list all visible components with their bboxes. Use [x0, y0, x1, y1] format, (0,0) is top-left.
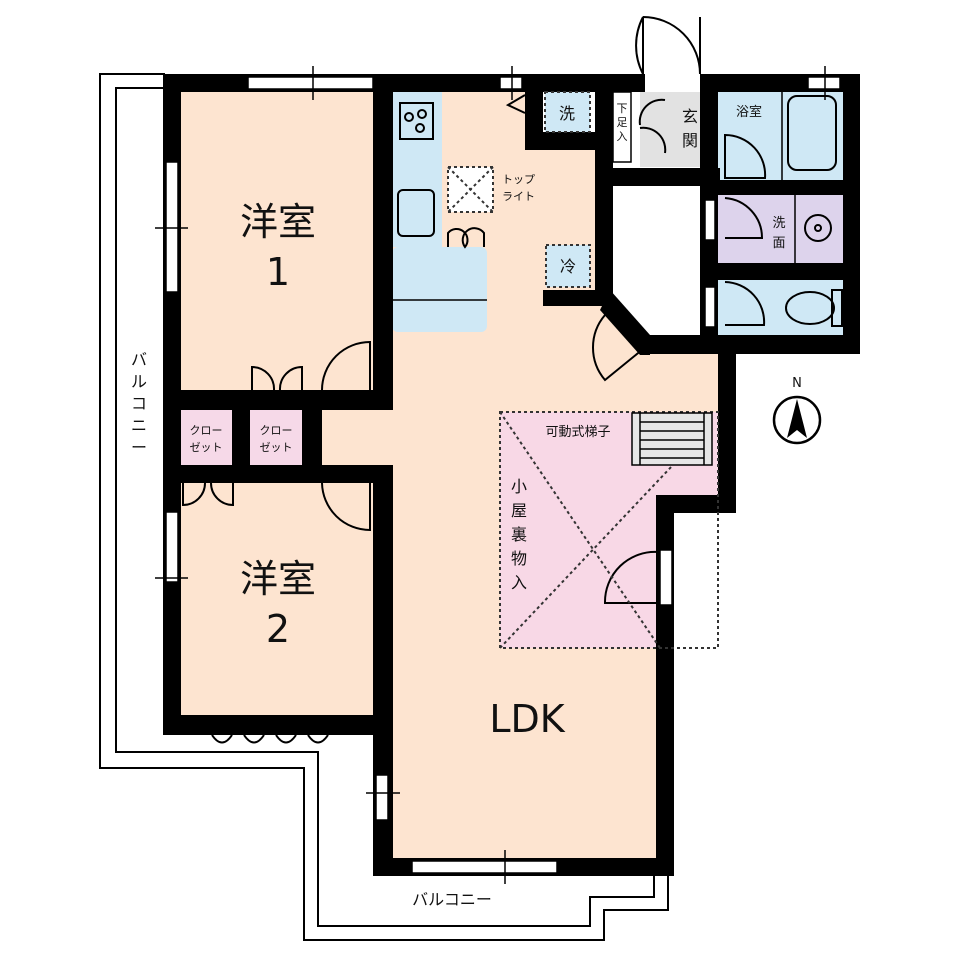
closet1-line2: ゼット	[190, 441, 223, 454]
attic-label-char: 屋	[511, 501, 527, 520]
attic-label-char: 小	[511, 477, 527, 496]
balcony-left-label-char: バ	[131, 350, 147, 369]
fridge-label: 冷	[560, 257, 576, 276]
dotted-markers	[447, 91, 719, 649]
bath-label: 浴室	[736, 104, 762, 120]
compass-label: N	[792, 376, 802, 391]
shoe-box-label-char: 入	[617, 130, 628, 143]
western1-label: 洋室	[240, 200, 316, 244]
washroom-label-char: 洗	[772, 216, 785, 231]
stove-icon	[399, 102, 434, 140]
fixtures	[392, 90, 843, 327]
attic-boundary	[499, 411, 719, 649]
balcony-left-label-char: コ	[131, 394, 147, 413]
attic-label-char: 物	[511, 549, 527, 568]
balcony-left-label-char: ー	[131, 438, 147, 457]
western1-number: 1	[266, 250, 290, 294]
attic-label-char: 裏	[511, 525, 527, 544]
ladder-label: 可動式梯子	[545, 425, 610, 440]
balcony-left-label-char: ニ	[131, 416, 147, 435]
sink-icon	[397, 189, 435, 237]
western2-number: 2	[266, 607, 290, 651]
skylight-line1: トップ	[502, 173, 535, 186]
washer-label: 洗	[559, 104, 575, 123]
washer-space	[544, 91, 591, 133]
closet2-line2: ゼット	[260, 441, 293, 454]
balcony-outline	[99, 73, 669, 941]
shoe-box-label-char: 下	[617, 102, 628, 115]
ldk-label: LDK	[489, 697, 565, 741]
toilet-icon	[785, 291, 835, 325]
shoe-box-label-char: 足	[617, 116, 628, 129]
doors	[182, 16, 767, 744]
ladder-icon	[631, 412, 713, 466]
fridge-space	[545, 244, 591, 288]
balcony-bottom-label: バルコニー	[412, 890, 492, 909]
genkan-label-char: 玄	[682, 107, 698, 126]
closet1-line1: クロー	[190, 424, 223, 437]
washbasin-icon	[804, 214, 832, 242]
room-labels: 洋室 1 洋室 2 LDK クロー ゼット クロー ゼット トップ ライト 洗 …	[131, 91, 786, 909]
windows	[155, 66, 841, 884]
compass-icon: N	[772, 376, 822, 445]
attic-label-char: 入	[511, 573, 527, 592]
genkan-label-char: 関	[682, 131, 698, 150]
western2-label: 洋室	[240, 557, 316, 601]
washroom-label-char: 面	[772, 236, 785, 251]
bathtub-icon	[787, 95, 837, 171]
balcony-left-label-char: ル	[131, 372, 147, 391]
skylight-line2: ライト	[502, 190, 535, 203]
closet2-line1: クロー	[260, 424, 293, 437]
